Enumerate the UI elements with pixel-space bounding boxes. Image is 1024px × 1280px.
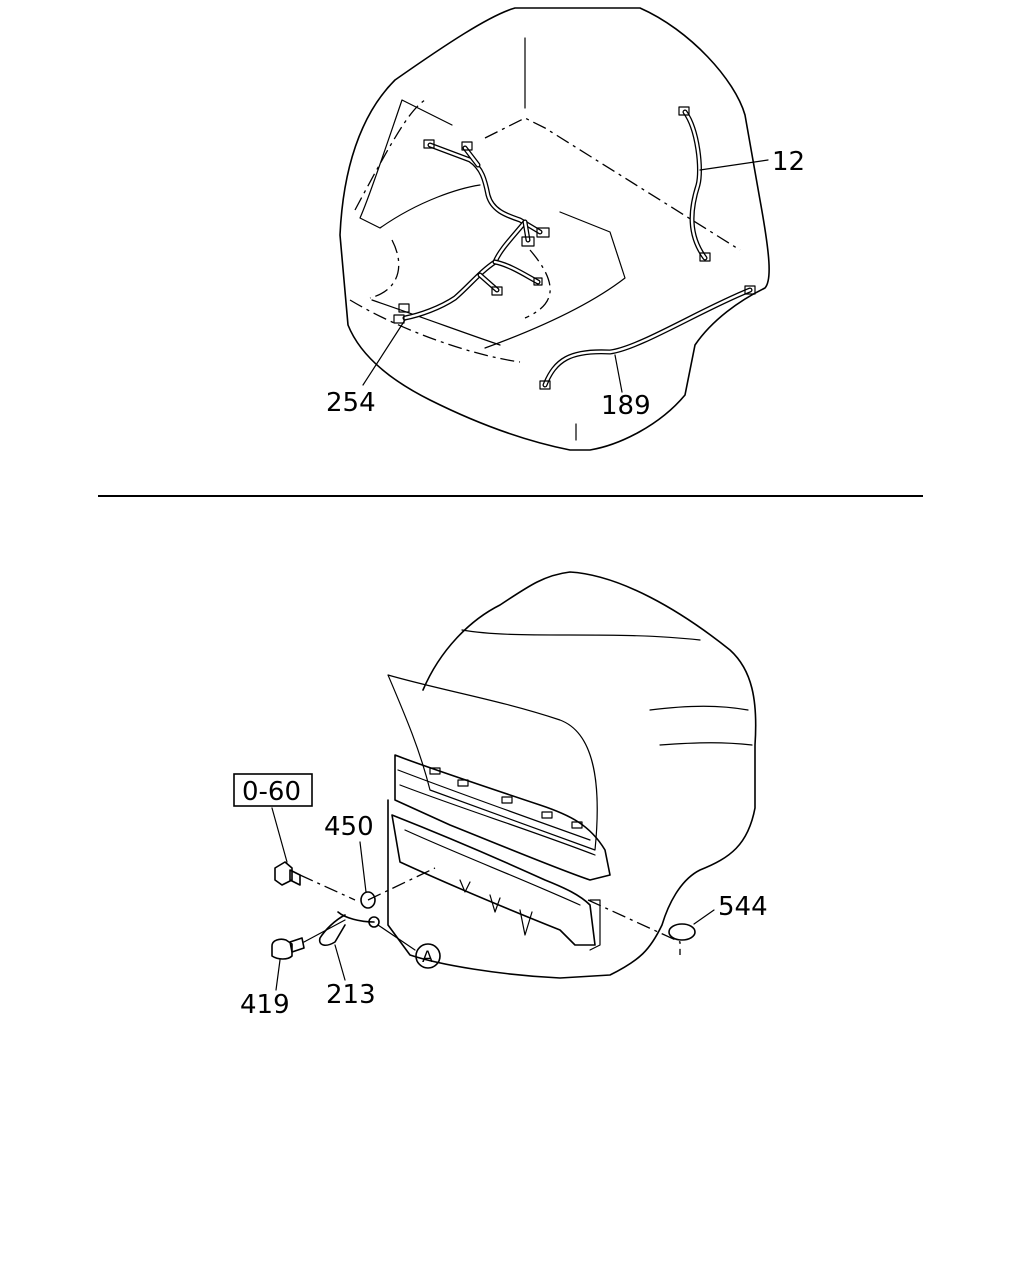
- callout-a-circle: [415, 943, 441, 969]
- grille-upper-bar-inner-2: [399, 784, 596, 856]
- upper-view: 254 12 189: [326, 7, 805, 451]
- roof-dash-line: [484, 117, 741, 251]
- label-254: 254: [326, 388, 376, 418]
- leader-a: [377, 924, 416, 951]
- ref-box-0-60: [233, 773, 313, 807]
- lower-panel-line: [371, 299, 501, 346]
- strap-213: [318, 911, 380, 947]
- grille-lower-bar: [391, 814, 596, 946]
- label-213: 213: [326, 980, 376, 1010]
- harness-189: [539, 285, 756, 390]
- cab-outline-lower: [387, 571, 757, 979]
- window-frame: [359, 99, 481, 229]
- leader-254: [362, 319, 406, 386]
- harness-12: [678, 106, 711, 262]
- lower-view: 0-60 450 419 213 A: [233, 571, 768, 1020]
- bolt-419: [271, 937, 305, 960]
- washer-450: [360, 891, 376, 909]
- lower-side-dash: [349, 299, 521, 363]
- leader-419: [275, 959, 281, 991]
- label-189: 189: [601, 391, 651, 421]
- cap-544: [668, 923, 696, 941]
- grille-clips: [429, 767, 583, 829]
- leader-ref-box: [271, 807, 288, 863]
- grille-upper-bar-inner: [397, 769, 591, 841]
- grille-upper-bar: [394, 754, 611, 881]
- leader-450: [359, 841, 367, 893]
- grille-lower-tabs: [459, 879, 533, 936]
- install-line-bolt: [299, 874, 356, 901]
- leader-213: [334, 944, 346, 981]
- label-544: 544: [718, 892, 768, 922]
- leader-544: [693, 909, 715, 925]
- floor-outline: [484, 211, 626, 349]
- label-450: 450: [324, 812, 374, 842]
- install-line-cap: [587, 899, 681, 955]
- cab-outline-upper: [339, 7, 770, 451]
- roof-crease-3: [659, 742, 753, 746]
- roof-crease: [461, 629, 701, 641]
- back-panel-dash-line: [354, 99, 426, 211]
- floor-dash-2: [524, 249, 551, 319]
- harness-254: [393, 139, 550, 324]
- floor-dash: [369, 239, 400, 299]
- bolt-upper: [274, 861, 301, 886]
- ref-box-label: 0-60: [242, 777, 301, 807]
- label-12: 12: [772, 147, 805, 177]
- install-line-washer: [367, 867, 436, 901]
- front-right-edge: [589, 899, 601, 951]
- callout-a-label: A: [422, 947, 433, 966]
- windshield: [387, 674, 598, 851]
- grille-lower-inner: [404, 829, 581, 906]
- roof-crease-2: [649, 705, 749, 711]
- leader-189: [614, 354, 623, 393]
- label-419: 419: [240, 990, 290, 1020]
- leader-12: [699, 159, 769, 171]
